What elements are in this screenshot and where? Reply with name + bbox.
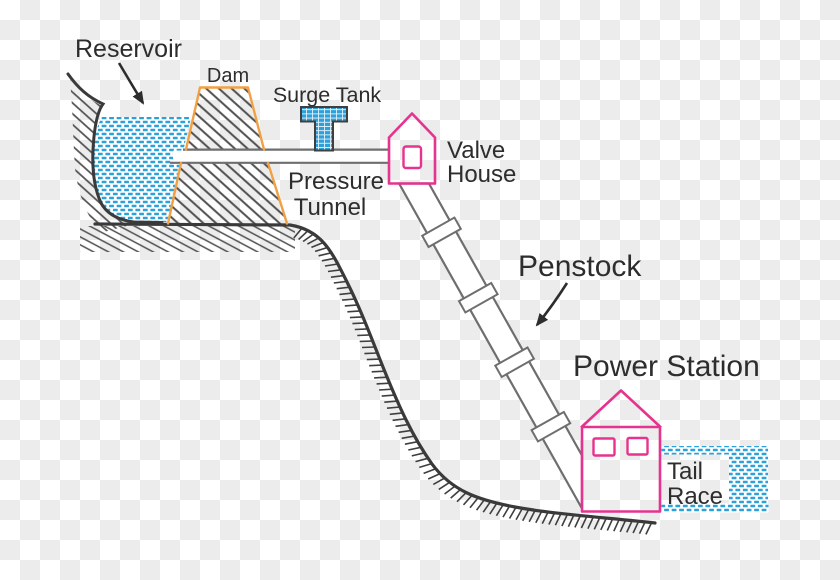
dam-upper-body — [186, 87, 264, 150]
reservoir-bank-hatch — [70, 80, 134, 233]
pressure-tunnel-bore — [173, 150, 389, 163]
ground-hatch-band — [80, 226, 295, 252]
surge-tank-label: Surge Tank — [273, 83, 382, 107]
reservoir-label: Reservoir — [75, 35, 182, 63]
tail-race-surface-bottom — [661, 503, 769, 513]
tail-race-label-line2: Race — [667, 483, 723, 510]
reservoir-water — [92, 117, 191, 222]
penstock-collar — [457, 281, 499, 314]
power-station-roof — [580, 389, 662, 429]
tail-race-surface-top — [661, 446, 768, 455]
penstock-label: Penstock — [518, 250, 642, 283]
reservoir-arrow — [117, 62, 145, 105]
ground-hatch-ticks — [293, 227, 653, 535]
pressure-tunnel-walls — [170, 148, 389, 164]
reservoir-bank-line — [66, 72, 164, 224]
power-station-label: Power Station — [573, 350, 760, 383]
tail-race-water — [661, 446, 769, 513]
penstock-collar — [420, 216, 463, 249]
valve-house-label-line2: House — [447, 161, 516, 188]
valve-house-window — [402, 145, 423, 170]
dam-outline-lower — [166, 161, 289, 225]
penstock-collar — [493, 346, 536, 379]
penstock-arrow — [535, 282, 569, 327]
valve-house — [387, 112, 437, 185]
power-station-window — [592, 437, 616, 457]
tail-race-label-line1: Tail — [667, 458, 703, 485]
pressure-tunnel-label-line2: Tunnel — [294, 194, 367, 221]
dam-outline-upper — [184, 86, 266, 151]
penstock-collar — [530, 410, 572, 443]
valve-house-label-line1: Valve — [447, 137, 505, 164]
power-station-window — [626, 436, 649, 456]
pressure-tunnel-label-line1: Pressure — [288, 168, 384, 195]
surge-tank — [300, 106, 348, 152]
dam-lower-body — [168, 163, 287, 224]
power-station-body — [580, 425, 662, 513]
dam-label: Dam — [207, 65, 249, 87]
ground-line — [93, 222, 657, 525]
penstock-collars — [420, 216, 572, 443]
tail-race-channel — [729, 446, 768, 513]
